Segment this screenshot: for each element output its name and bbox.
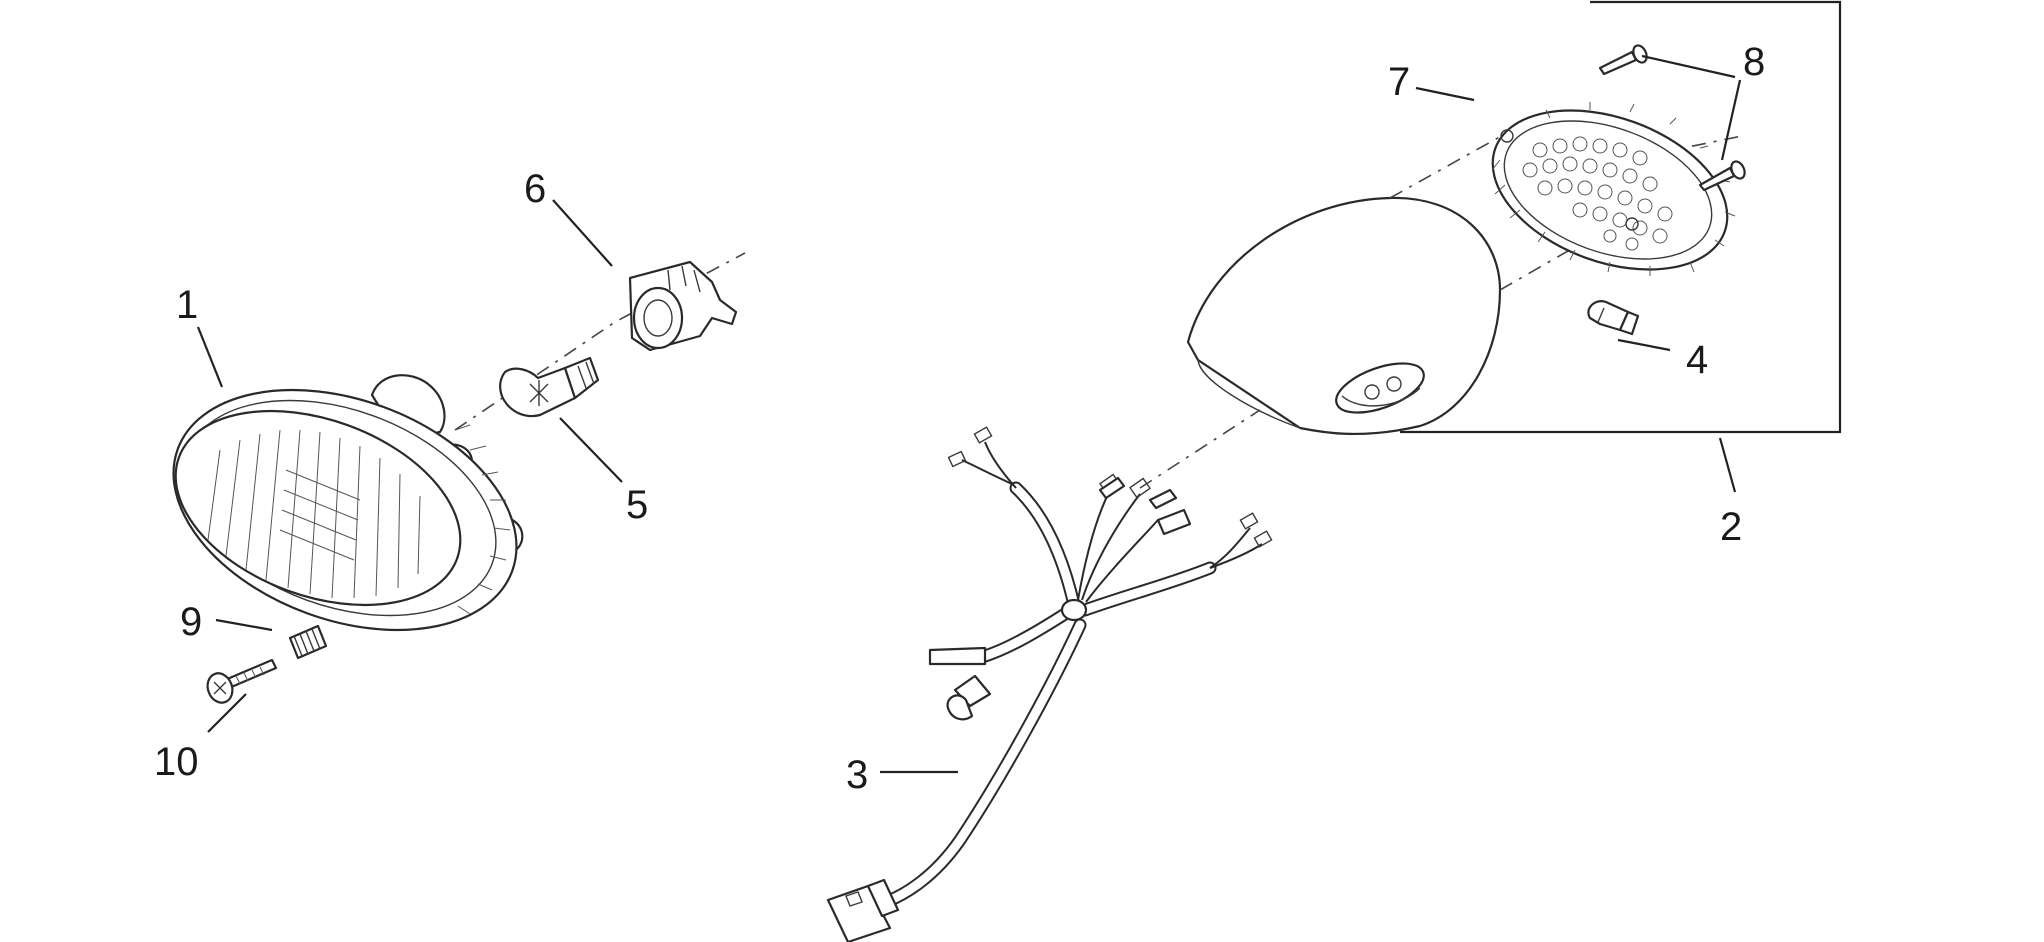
led-array: [1522, 136, 1673, 251]
tail-light-housing: [1186, 196, 1502, 436]
assembly-2-bracket: [1400, 0, 1842, 434]
callout-10: 10: [154, 740, 199, 784]
callout-2: 2: [1720, 505, 1742, 549]
small-bulb: [1587, 300, 1640, 336]
bulb-socket: [628, 260, 738, 352]
leader-lines: [196, 54, 1742, 774]
callout-labels: 1 2 3 4 5 6 7 8 9 10: [154, 40, 1765, 797]
lens-pattern: [207, 429, 421, 599]
tail-light-lens: [1491, 102, 1736, 276]
tail-light-screws: [1598, 44, 1746, 192]
callout-8: 8: [1743, 40, 1765, 84]
callout-6: 6: [524, 167, 546, 211]
spring: [288, 624, 328, 660]
headlight-assembly: [172, 374, 524, 632]
callout-9: 9: [180, 600, 202, 644]
callout-4: 4: [1686, 338, 1708, 382]
bulb: [499, 356, 600, 418]
callout-7: 7: [1388, 60, 1410, 104]
callout-5: 5: [626, 483, 648, 527]
callout-1: 1: [176, 283, 198, 327]
screw: [206, 658, 278, 704]
wiring-harness: [826, 426, 1273, 942]
callout-3: 3: [846, 753, 868, 797]
